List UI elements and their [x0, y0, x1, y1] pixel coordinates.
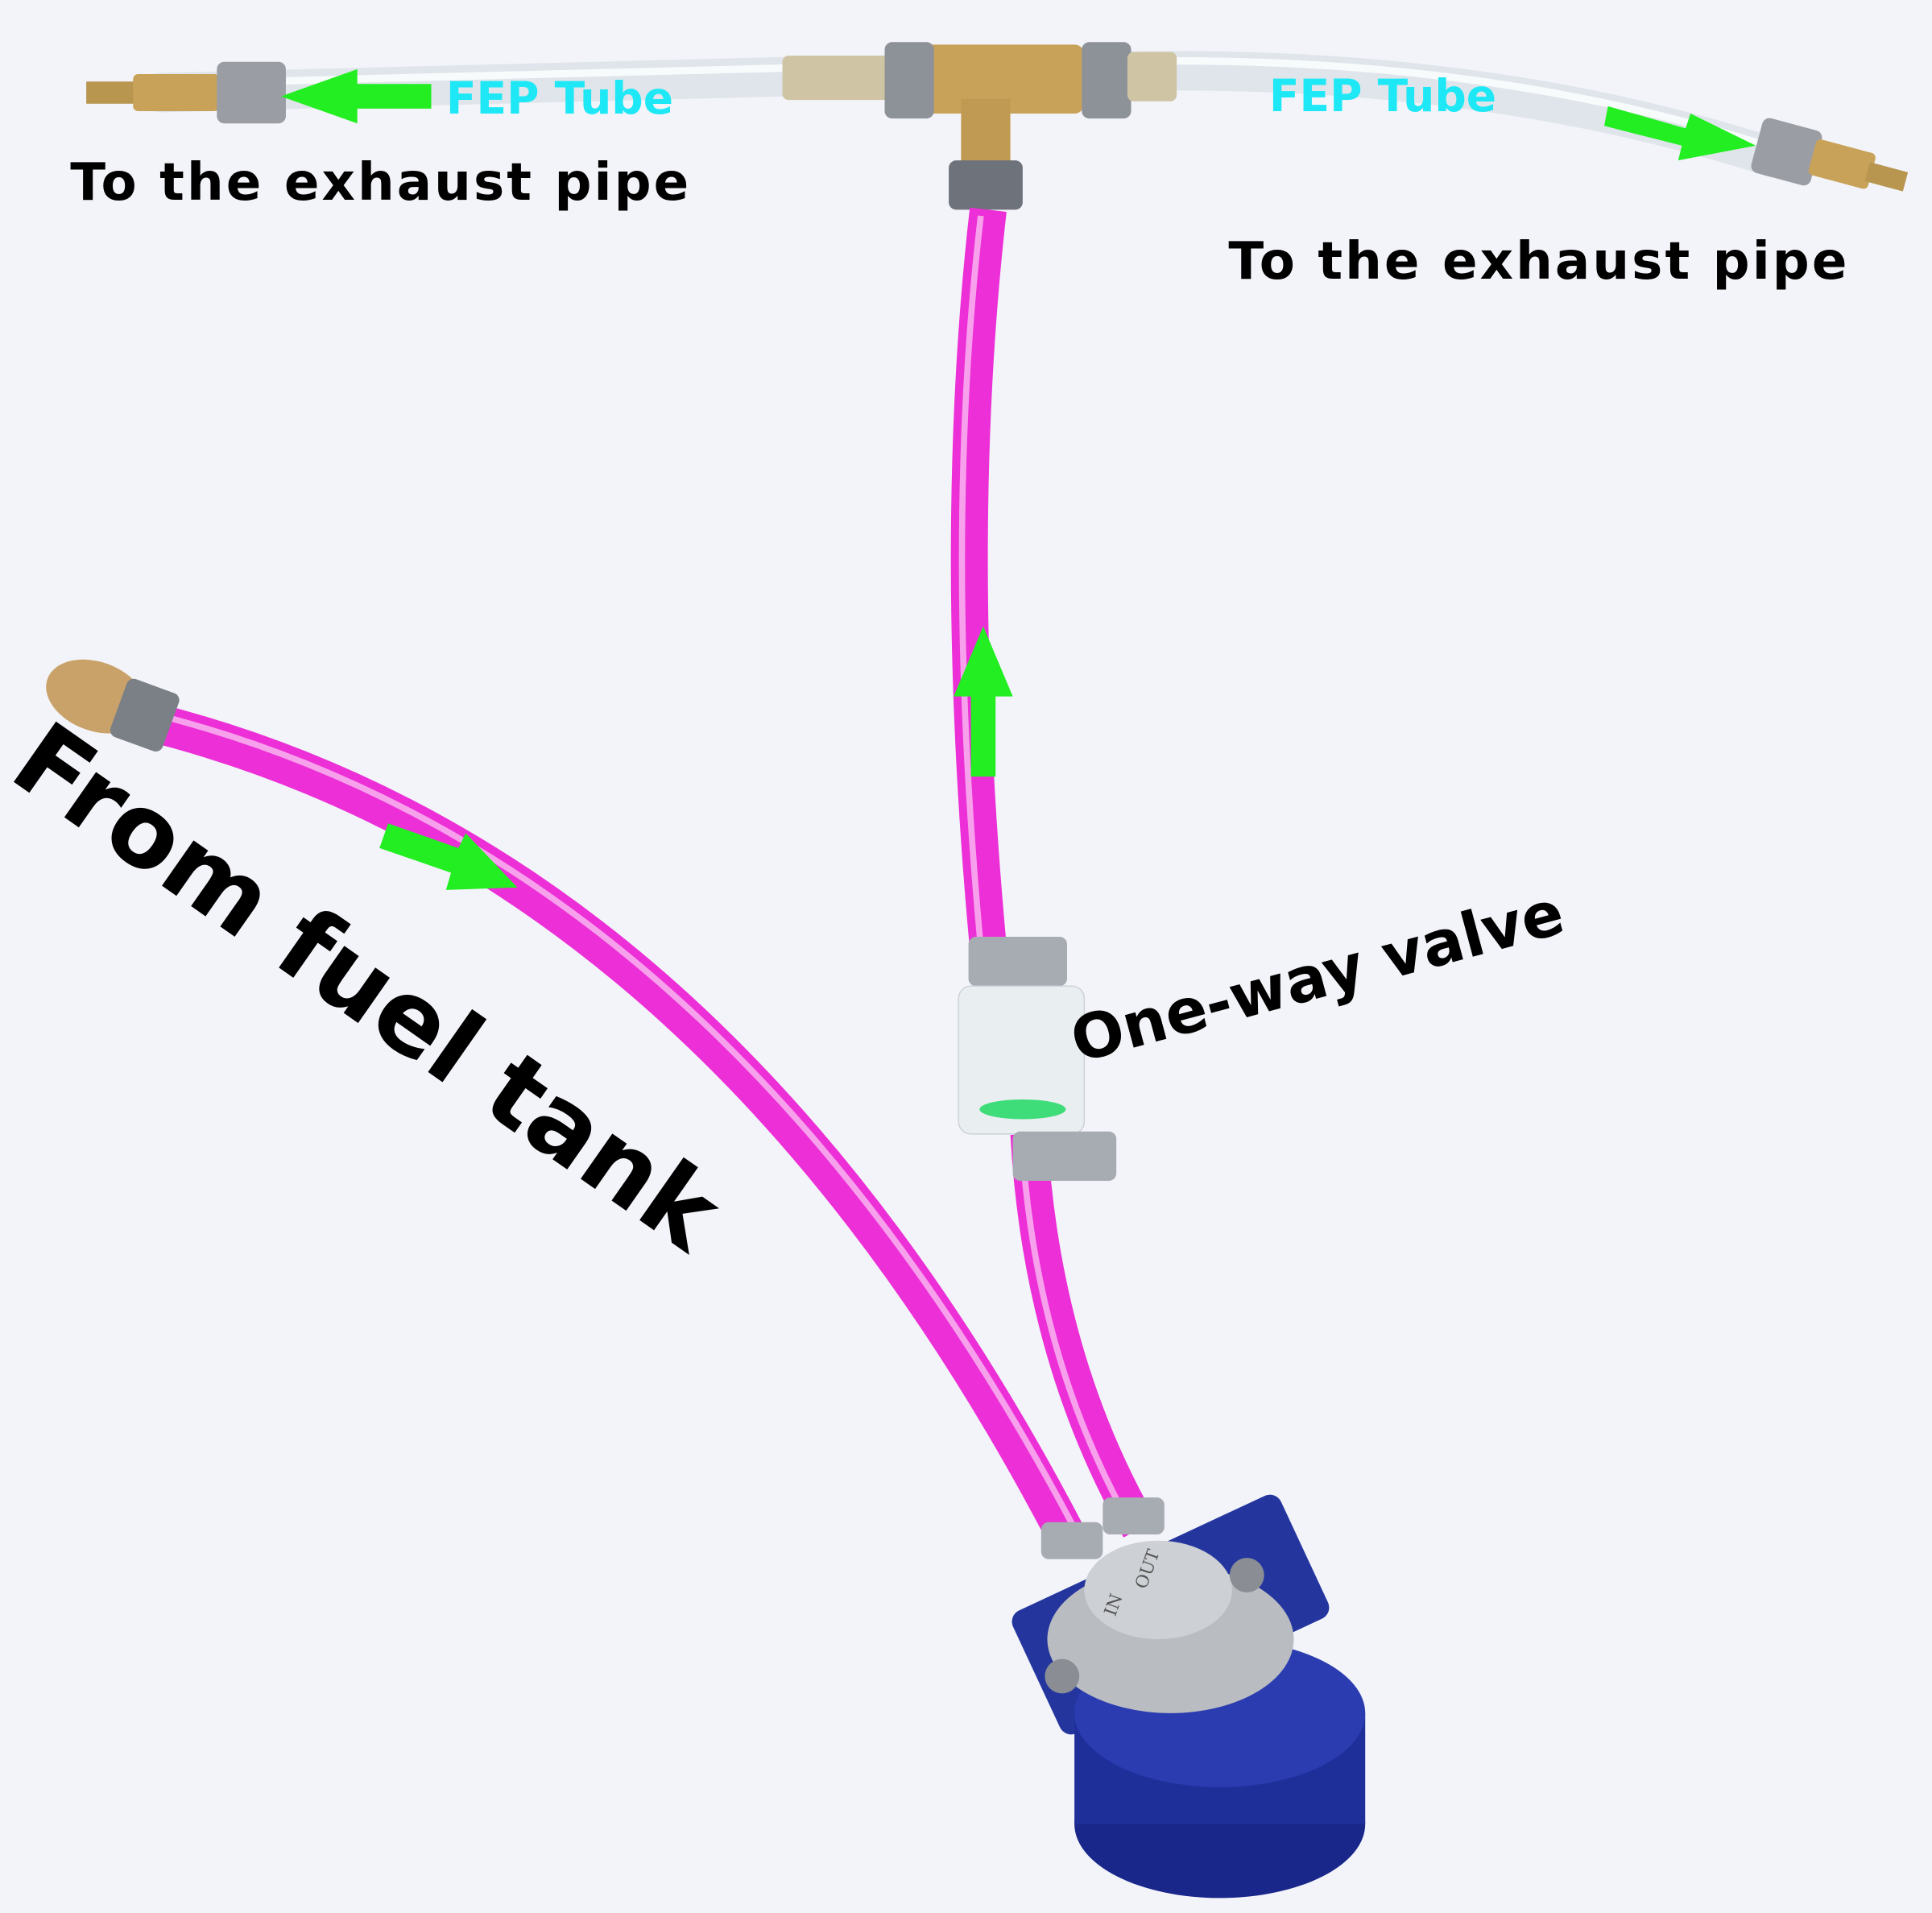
- fuel-pump: OUT IN: [1012, 1494, 1366, 1899]
- arrow-left-icon: [280, 68, 432, 124]
- one-way-valve: [958, 937, 1117, 1181]
- label-exhaust-right: To the exhaust pipe: [1228, 231, 1849, 292]
- arrow-right-icon: [1604, 106, 1756, 161]
- label-exhaust-left: To the exhaust pipe: [70, 152, 691, 213]
- arrow-up-icon: [954, 626, 1013, 777]
- fuel-filter: [46, 659, 180, 752]
- label-fep-tube-left: FEP Tube: [446, 72, 673, 124]
- brass-fitting-left: [86, 61, 286, 124]
- fuel-hose-vertical: [950, 207, 1156, 1538]
- brass-t-fitting: [782, 42, 1177, 210]
- arrow-down-right-icon: [379, 823, 518, 890]
- fuel-hose-left: [143, 702, 1084, 1544]
- brass-fitting-right: [1751, 118, 1909, 192]
- label-fep-tube-right: FEP Tube: [1269, 70, 1496, 122]
